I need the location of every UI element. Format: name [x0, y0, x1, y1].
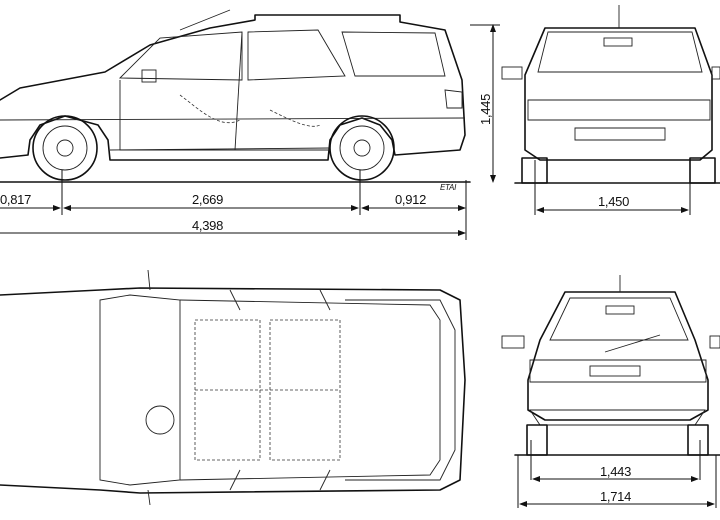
- wheelbase-label: 2,669: [192, 192, 223, 207]
- front-track-label: 1,450: [598, 194, 629, 209]
- front-wheel: [32, 115, 98, 181]
- rear-wheel: [329, 115, 395, 181]
- length-dimensions: 0,817 2,669 0,912 4,398 1,445: [0, 24, 500, 240]
- front-overhang-label: 0,817: [0, 192, 31, 207]
- rear-track-label: 1,443: [600, 464, 631, 479]
- side-view: ETAI: [0, 9, 471, 192]
- front-view: 1,450: [501, 5, 720, 215]
- overall-length-label: 4,398: [192, 218, 223, 233]
- height-label: 1,445: [478, 94, 493, 125]
- overall-width-label: 1,714: [600, 489, 631, 504]
- etai-credit: ETAI: [440, 183, 457, 192]
- rear-view: 1,443 1,714: [501, 275, 720, 508]
- top-view: [0, 269, 466, 506]
- rear-overhang-label: 0,912: [395, 192, 426, 207]
